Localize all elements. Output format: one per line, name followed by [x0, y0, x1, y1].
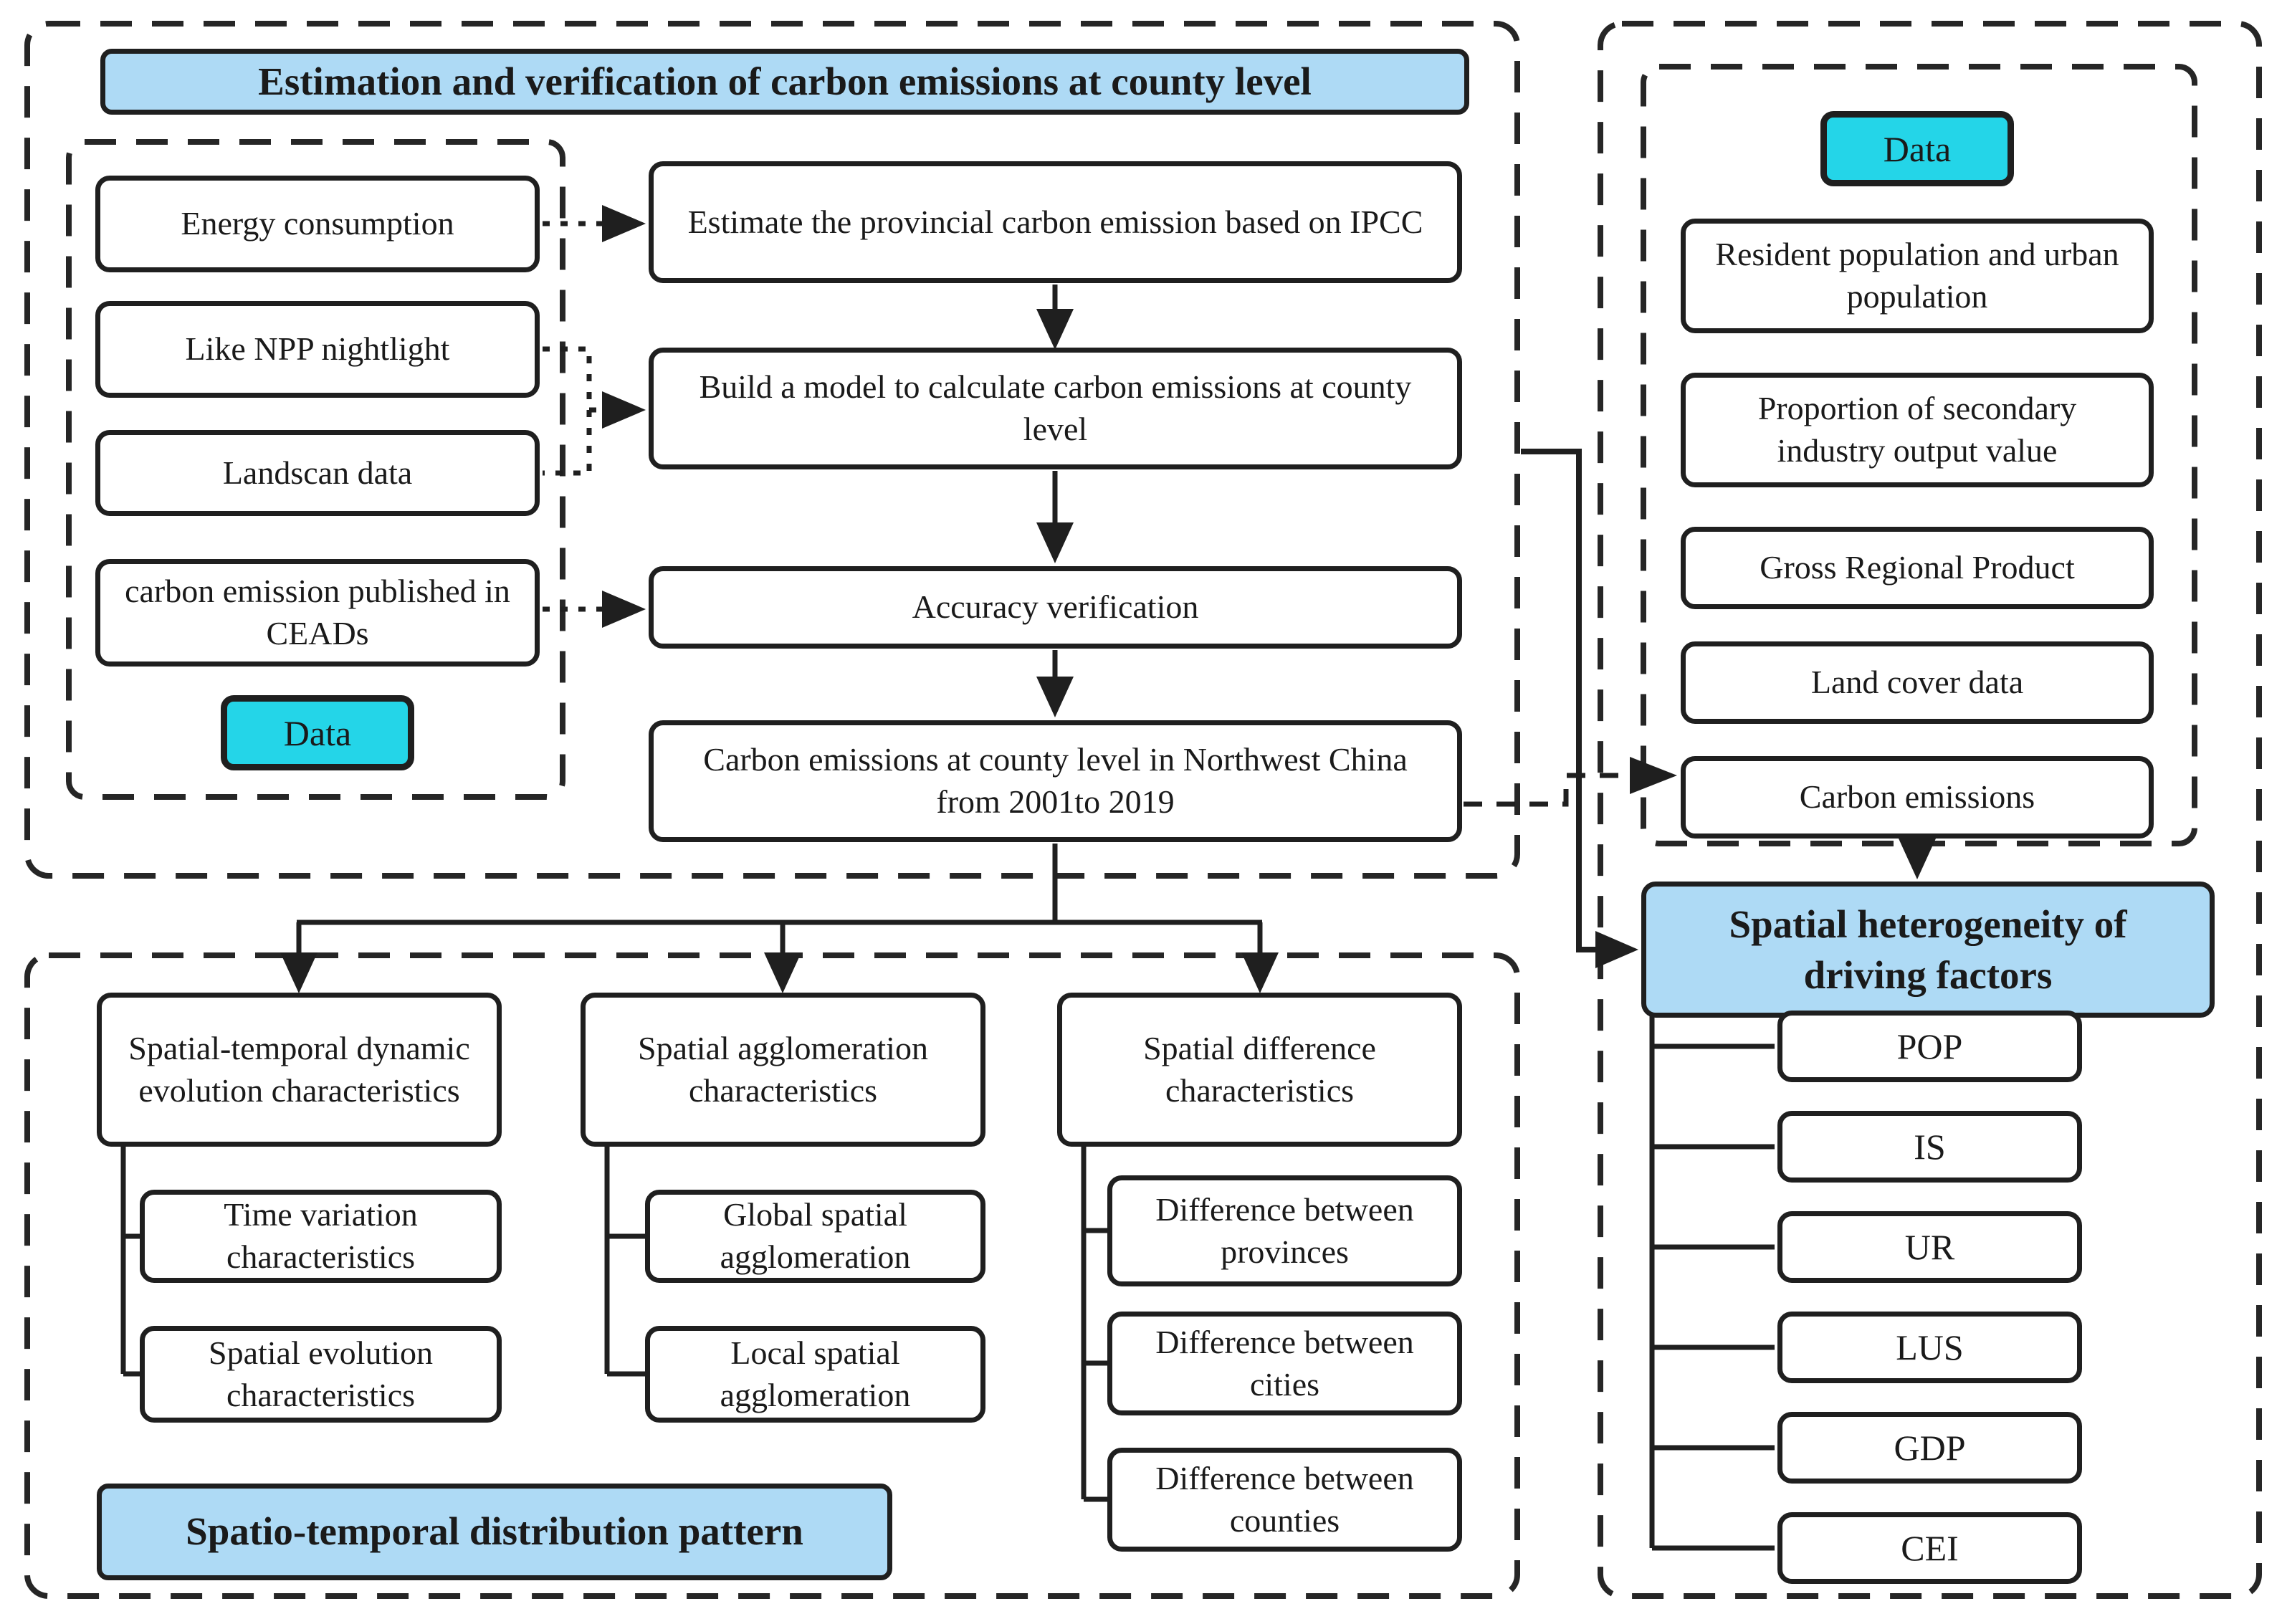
estimation-section-title: Estimation and verification of carbon em… [100, 49, 1469, 115]
spatiotemporal-section: Spatial-temporal dynamic evolution chara… [25, 953, 1519, 1598]
tree-difference [1081, 1145, 1109, 1502]
data-label-right: Data [1820, 111, 2014, 186]
carbon-emissions-box: Carbon emissions [1681, 756, 2154, 839]
estimate-ipcc-box: Estimate the provincial carbon emission … [649, 161, 1462, 283]
city-difference-box: Difference between cities [1107, 1312, 1462, 1415]
factor-gdp-box: GDP [1777, 1412, 2082, 1484]
arrow-result-to-carbon-emissions [1464, 757, 1677, 807]
accuracy-verification-box: Accuracy verification [649, 566, 1462, 649]
gross-regional-product-box: Gross Regional Product [1681, 527, 2154, 609]
secondary-industry-box: Proportion of secondary industry output … [1681, 373, 2154, 487]
arrow-nightlight-landscan-to-model [543, 346, 646, 476]
npp-nightlight-box: Like NPP nightlight [95, 301, 540, 398]
arrow-energy-to-ipcc [543, 205, 646, 242]
land-cover-box: Land cover data [1681, 641, 2154, 724]
difference-box: Spatial difference characteristics [1057, 993, 1462, 1147]
time-variation-box: Time variation characteristics [140, 1190, 502, 1283]
arrow-ceads-to-verification [543, 591, 646, 628]
dynamic-evolution-box: Spatial-temporal dynamic evolution chara… [97, 993, 502, 1147]
data-label-left: Data [221, 695, 414, 770]
factor-is-box: IS [1777, 1111, 2082, 1183]
spatial-heterogeneity-title: Spatial heterogeneity of driving factors [1641, 882, 2215, 1018]
driving-factors-section: Data Resident population and urban popul… [1598, 22, 2261, 1598]
agglomeration-box: Spatial agglomeration characteristics [581, 993, 985, 1147]
local-agglomeration-box: Local spatial agglomeration [645, 1326, 985, 1423]
data-group-right: Data Resident population and urban popul… [1641, 65, 2197, 846]
factor-pop-box: POP [1777, 1011, 2082, 1082]
province-difference-box: Difference between provinces [1107, 1175, 1462, 1286]
data-sources-group: Energy consumption Like NPP nightlight L… [67, 140, 565, 799]
factor-cei-box: CEI [1777, 1512, 2082, 1584]
branch-to-bottom-section [280, 844, 1279, 993]
tree-dynamic-evolution [120, 1145, 142, 1377]
tree-agglomeration [604, 1145, 647, 1377]
resident-population-box: Resident population and urban population [1681, 219, 2154, 333]
spatial-evolution-box: Spatial evolution characteristics [140, 1326, 502, 1423]
tree-factors [1649, 1016, 1775, 1551]
landscan-data-box: Landscan data [95, 430, 540, 516]
global-agglomeration-box: Global spatial agglomeration [645, 1190, 985, 1283]
county-difference-box: Difference between counties [1107, 1448, 1462, 1552]
arrow-chain [1036, 285, 1074, 717]
factor-ur-box: UR [1777, 1211, 2082, 1283]
spatiotemporal-title: Spatio-temporal distribution pattern [97, 1484, 892, 1580]
ceads-box: carbon emission published in CEADs [95, 559, 540, 667]
energy-consumption-box: Energy consumption [95, 176, 540, 272]
estimation-section: Estimation and verification of carbon em… [25, 22, 1519, 878]
factor-lus-box: LUS [1777, 1312, 2082, 1383]
county-emissions-result-box: Carbon emissions at county level in Nort… [649, 720, 1462, 842]
build-model-box: Build a model to calculate carbon emissi… [649, 348, 1462, 469]
arrow-section-to-heterogeneity [1521, 449, 1638, 968]
